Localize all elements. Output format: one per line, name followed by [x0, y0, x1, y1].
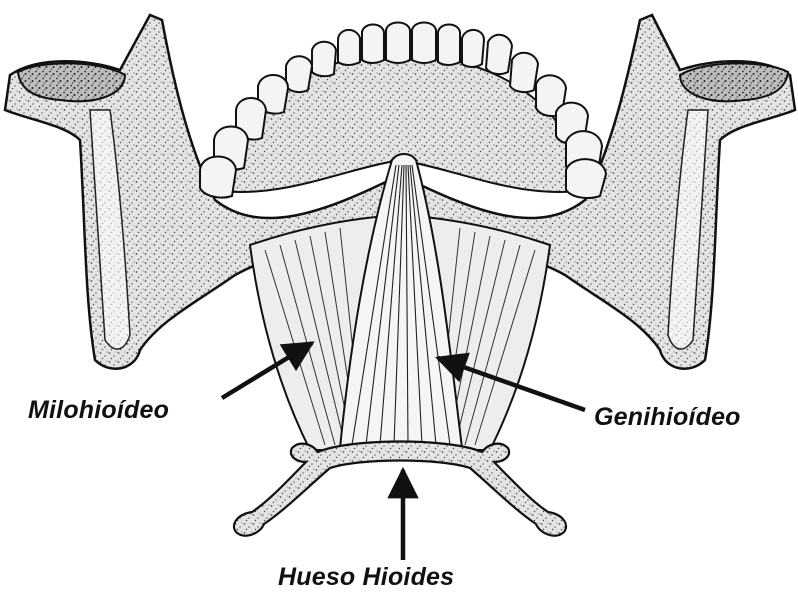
hyoid-bone	[234, 442, 566, 536]
tooth	[286, 56, 312, 92]
tooth	[200, 157, 236, 198]
tooth	[412, 23, 436, 64]
tooth	[566, 159, 606, 198]
hueso-hioides-label: Hueso Hioides	[278, 563, 454, 592]
hyoid-body	[234, 442, 566, 536]
tooth	[312, 42, 336, 76]
milohioideo-label: Milohioídeo	[28, 396, 169, 425]
tooth	[438, 25, 460, 66]
tooth	[462, 30, 484, 67]
tooth	[386, 23, 410, 64]
tooth	[510, 53, 538, 92]
genihioideo-label: Genihioídeo	[594, 403, 741, 432]
tooth	[338, 30, 360, 65]
tooth	[486, 35, 512, 74]
tooth	[362, 25, 384, 64]
